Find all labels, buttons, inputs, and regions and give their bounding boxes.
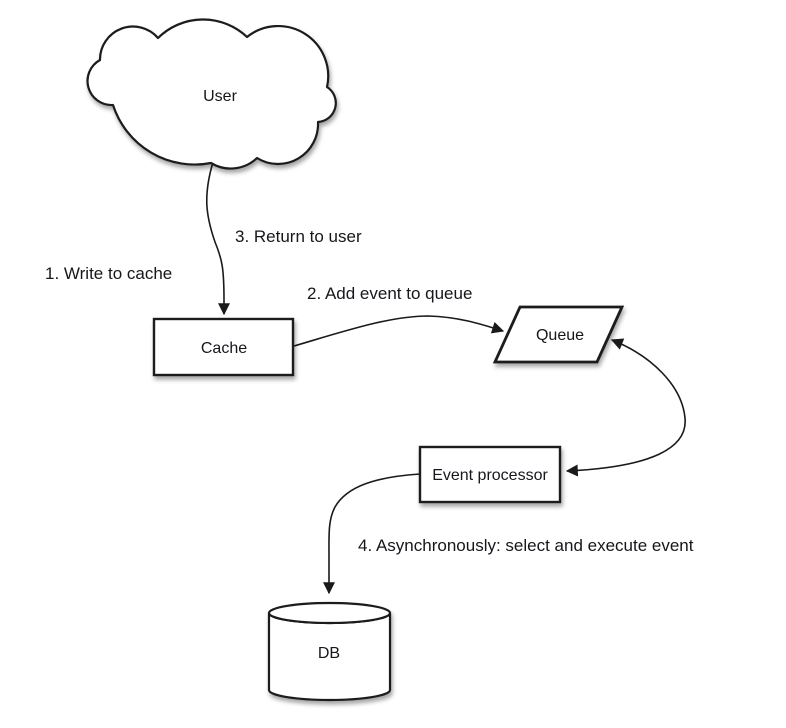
user-label: User: [203, 88, 237, 105]
arrow-user-to-cache: [205, 161, 230, 316]
queue-shape: [492, 305, 625, 364]
queue-label: Queue: [536, 327, 584, 344]
label-step1-write-to-cache: 1. Write to cache: [45, 264, 172, 283]
event-processor-shape: [418, 445, 562, 504]
node-queue: [492, 305, 625, 364]
label-step3-return-to-user: 3. Return to user: [235, 227, 362, 246]
cache-label: Cache: [201, 340, 247, 357]
node-user: [86, 18, 337, 170]
cloud-shape: [86, 18, 337, 170]
label-step4-async-execute: 4. Asynchronously: select and execute ev…: [358, 536, 694, 555]
label-step2-add-event-to-queue: 2. Add event to queue: [307, 284, 472, 303]
node-event-processor: [418, 445, 562, 504]
node-cache: [152, 317, 295, 377]
arrow-cache-to-queue: [293, 315, 505, 347]
event-processor-label: Event processor: [432, 467, 548, 484]
db-cylinder-top: [267, 601, 392, 625]
arrow-event-processor-to-db: [323, 473, 421, 595]
cache-shape: [152, 317, 295, 377]
db-label: DB: [318, 645, 340, 662]
node-db: [267, 601, 392, 702]
arrow-queue-event-processor: [565, 338, 686, 477]
